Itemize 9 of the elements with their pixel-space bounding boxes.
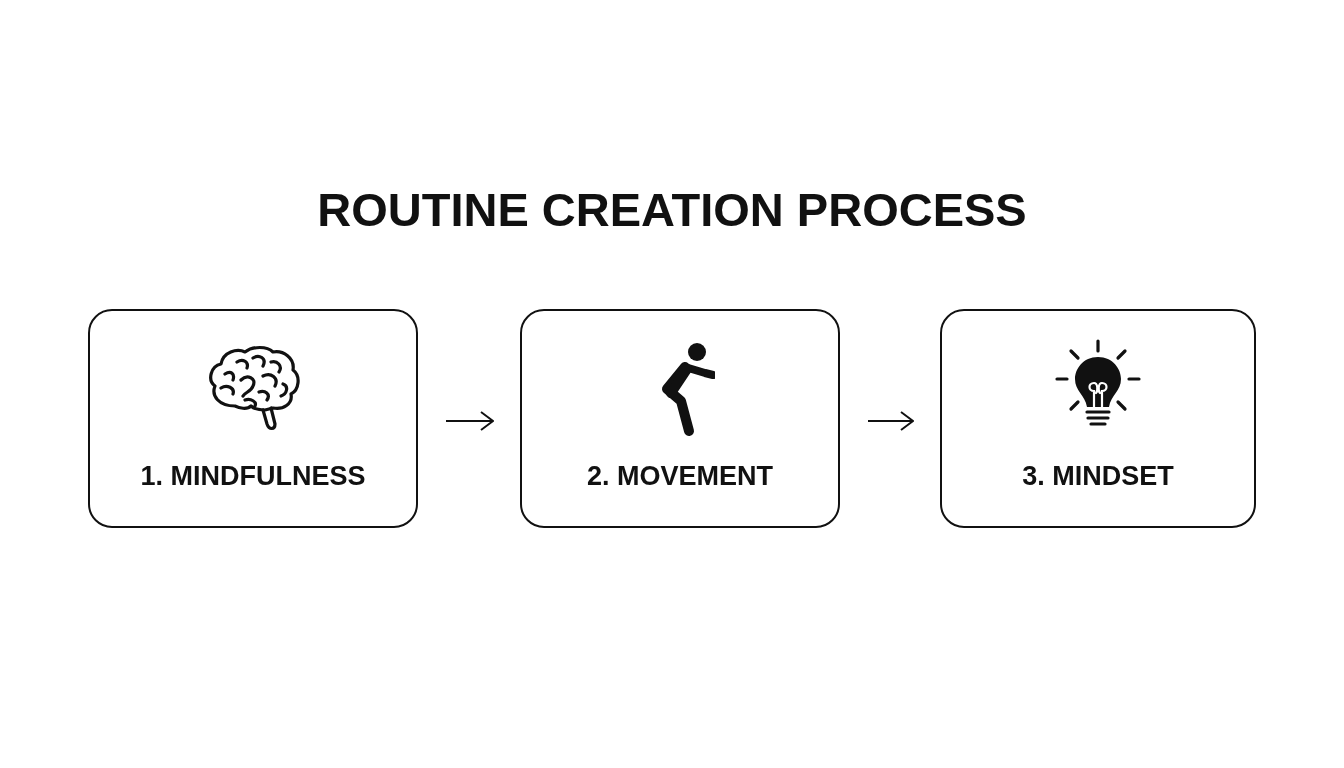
step-box xyxy=(940,309,1256,528)
arrow xyxy=(867,411,914,431)
step-box xyxy=(520,309,840,528)
step-box xyxy=(88,309,418,528)
step-label: 2. MOVEMENT xyxy=(586,461,774,492)
step-label: 1. MINDFULNESS xyxy=(139,461,367,492)
step-label: 3. MINDSET xyxy=(1021,461,1175,492)
diagram-title: ROUTINE CREATION PROCESS xyxy=(316,182,1028,237)
arrow xyxy=(445,411,494,431)
